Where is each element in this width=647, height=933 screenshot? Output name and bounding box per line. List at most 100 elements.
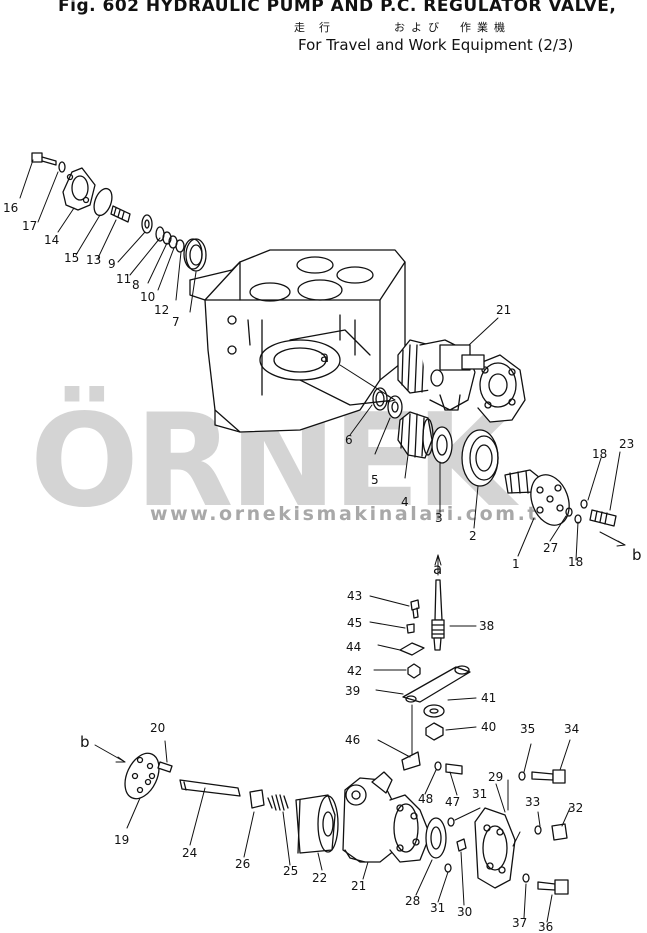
part-label-38: 38 (479, 619, 494, 633)
shaft-1 (504, 469, 570, 526)
part-label-23: 23 (619, 437, 634, 451)
part-label-20: 20 (150, 721, 165, 735)
part-label-13: 13 (86, 253, 101, 267)
pump-housing (189, 249, 406, 433)
part-label-46: 46 (345, 733, 360, 747)
callout-b-right: b (632, 546, 642, 564)
part-label-31-lower: 31 (430, 901, 445, 915)
figure-title-block: Fig. 602 HYDRAULIC PUMP AND P.C. REGULAT… (58, 0, 643, 62)
part-label-6: 6 (345, 433, 353, 447)
part-label-36: 36 (538, 920, 553, 933)
part-label-42: 42 (347, 664, 362, 678)
part-label-14: 14 (44, 233, 59, 247)
part-label-37: 37 (512, 916, 527, 930)
part-label-39: 39 (345, 684, 360, 698)
figure-subtitle-english: For Travel and Work Equipment (2/3) (298, 36, 574, 54)
shaft-24 (179, 779, 241, 797)
part-label-47: 47 (445, 795, 460, 809)
part-label-25: 25 (283, 864, 298, 878)
spring (267, 794, 289, 811)
part-label-19: 19 (114, 833, 129, 847)
part-label-9: 9 (108, 257, 116, 271)
callout-a-upper: a (320, 348, 329, 366)
plug-23 (589, 509, 617, 527)
spool-rod (431, 579, 445, 651)
collar (175, 239, 185, 253)
bolt-34-head (552, 769, 566, 784)
part-label-33: 33 (525, 795, 540, 809)
gear (397, 411, 434, 459)
part-label-48: 48 (418, 792, 433, 806)
figure-subtitle-japanese-travel: 走行 (294, 21, 344, 34)
part-label-10: 10 (140, 290, 155, 304)
o-ring (93, 187, 113, 217)
part-label-30: 30 (457, 905, 472, 919)
part-label-21-upper: 21 (496, 303, 511, 317)
washer (58, 161, 66, 173)
figure-subtitle-japanese-and: および (394, 21, 445, 34)
part-label-29: 29 (488, 770, 503, 784)
seal-28 (425, 817, 447, 859)
pin-31a (447, 817, 455, 827)
part-label-44: 44 (346, 640, 361, 654)
part-label-21-lower: 21 (351, 879, 366, 893)
pump-cover (474, 807, 516, 889)
bearing (183, 238, 207, 272)
part-label-11: 11 (116, 272, 131, 286)
part-label-2: 2 (469, 529, 477, 543)
nut (425, 722, 444, 741)
figure-subtitle-japanese-equipment: 作業機 (460, 21, 511, 34)
bolt (31, 152, 57, 166)
callout-a-lower: a (433, 560, 442, 578)
pin-31b (444, 863, 452, 873)
part-label-32: 32 (568, 801, 583, 815)
part-label-5: 5 (371, 473, 379, 487)
lever (402, 665, 471, 703)
washer-27 (565, 507, 573, 517)
seal (141, 214, 153, 234)
part-label-28: 28 (405, 894, 420, 908)
flange-cover (62, 167, 96, 211)
part-label-8: 8 (132, 278, 140, 292)
part-label-3: 3 (435, 511, 443, 525)
part-label-35: 35 (520, 722, 535, 736)
lock-washer (423, 704, 445, 718)
part-label-18-upper: 18 (592, 447, 607, 461)
part-label-31-upper: 31 (472, 787, 487, 801)
part-label-41: 41 (481, 691, 496, 705)
washer-35 (518, 771, 526, 781)
o-ring-18b (580, 499, 588, 509)
part-label-4: 4 (401, 495, 409, 509)
pump-assembly (397, 339, 526, 423)
part-label-18-lower: 18 (568, 555, 583, 569)
part-label-40: 40 (481, 720, 496, 734)
plug-32 (551, 823, 568, 841)
figure-title: Fig. 602 HYDRAULIC PUMP AND P.C. REGULAT… (58, 0, 617, 16)
snap-ring-6 (372, 387, 388, 411)
part-label-43: 43 (347, 589, 362, 603)
part-label-1: 1 (512, 557, 520, 571)
callout-b-left: b (80, 733, 90, 751)
part-label-34: 34 (564, 722, 579, 736)
part-label-24: 24 (182, 846, 197, 860)
plug (110, 205, 131, 223)
part-label-45: 45 (347, 616, 362, 630)
bolt-36-head (554, 879, 569, 895)
part-label-15: 15 (64, 251, 79, 265)
part-label-27: 27 (543, 541, 558, 555)
bearing-2 (461, 429, 499, 487)
part-label-12: 12 (154, 303, 169, 317)
piston-block (295, 794, 339, 854)
regulator-body (342, 771, 431, 863)
part-label-17: 17 (22, 219, 37, 233)
washer-5 (387, 395, 403, 419)
part-label-22: 22 (312, 871, 327, 885)
part-label-16: 16 (3, 201, 18, 215)
bearing-3 (431, 426, 453, 464)
part-label-7: 7 (172, 315, 180, 329)
part-label-26: 26 (235, 857, 250, 871)
washer-48 (434, 761, 442, 771)
disk-plate (124, 752, 160, 800)
collar-26 (249, 789, 265, 809)
